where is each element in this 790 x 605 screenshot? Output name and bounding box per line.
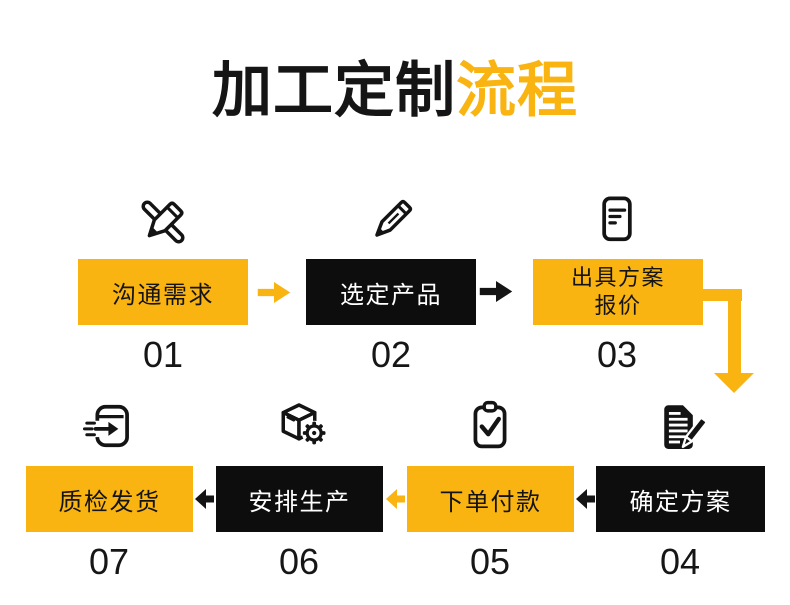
step-box-04: 确定方案	[596, 466, 765, 532]
pencil-icon	[363, 193, 419, 249]
step-box-05: 下单付款	[407, 466, 574, 532]
elbow-connector-vertical	[728, 289, 741, 374]
step-number-07: 07	[88, 541, 130, 582]
step-number-05: 05	[469, 541, 511, 582]
step-number-01: 01	[142, 334, 184, 375]
document-lines-icon	[589, 192, 645, 248]
step-box-03: 出具方案 报价	[533, 259, 703, 325]
flow-arrow-left-icon	[195, 489, 214, 509]
title-black-text: 加工定制	[212, 57, 456, 124]
step-box-06: 安排生产	[216, 466, 383, 532]
step-box-07: 质检发货	[26, 466, 193, 532]
step-label-04: 确定方案	[629, 488, 732, 516]
flow-arrow-left-icon	[386, 489, 405, 509]
step-label-06: 安排生产	[248, 488, 351, 516]
crossed-pens-icon	[135, 194, 191, 250]
title-accent-text: 流程	[456, 57, 578, 124]
step-label-03-line1: 出具方案	[570, 265, 665, 290]
page-title: 加工定制流程	[0, 56, 790, 125]
box-arrow-icon	[81, 398, 137, 454]
box-gear-icon	[271, 398, 327, 454]
step-label-07: 质检发货	[58, 488, 161, 516]
step-label-05: 下单付款	[439, 488, 542, 516]
step-number-03: 03	[596, 334, 638, 375]
flow-arrow-right-icon	[256, 282, 292, 303]
step-label-01: 沟通需求	[112, 281, 214, 309]
step-number-04: 04	[659, 541, 701, 582]
clipboard-check-icon	[462, 398, 518, 454]
flow-arrow-left-icon	[576, 489, 595, 509]
flow-arrow-right-icon	[477, 281, 515, 302]
document-pen-icon	[652, 400, 708, 456]
step-box-01: 沟通需求	[78, 259, 248, 325]
step-number-02: 02	[370, 334, 412, 375]
step-label-02: 选定产品	[340, 281, 442, 309]
elbow-arrow-down-icon	[714, 373, 754, 393]
step-label-03-line2: 报价	[594, 293, 642, 318]
step-box-02: 选定产品	[306, 259, 476, 325]
step-number-06: 06	[278, 541, 320, 582]
